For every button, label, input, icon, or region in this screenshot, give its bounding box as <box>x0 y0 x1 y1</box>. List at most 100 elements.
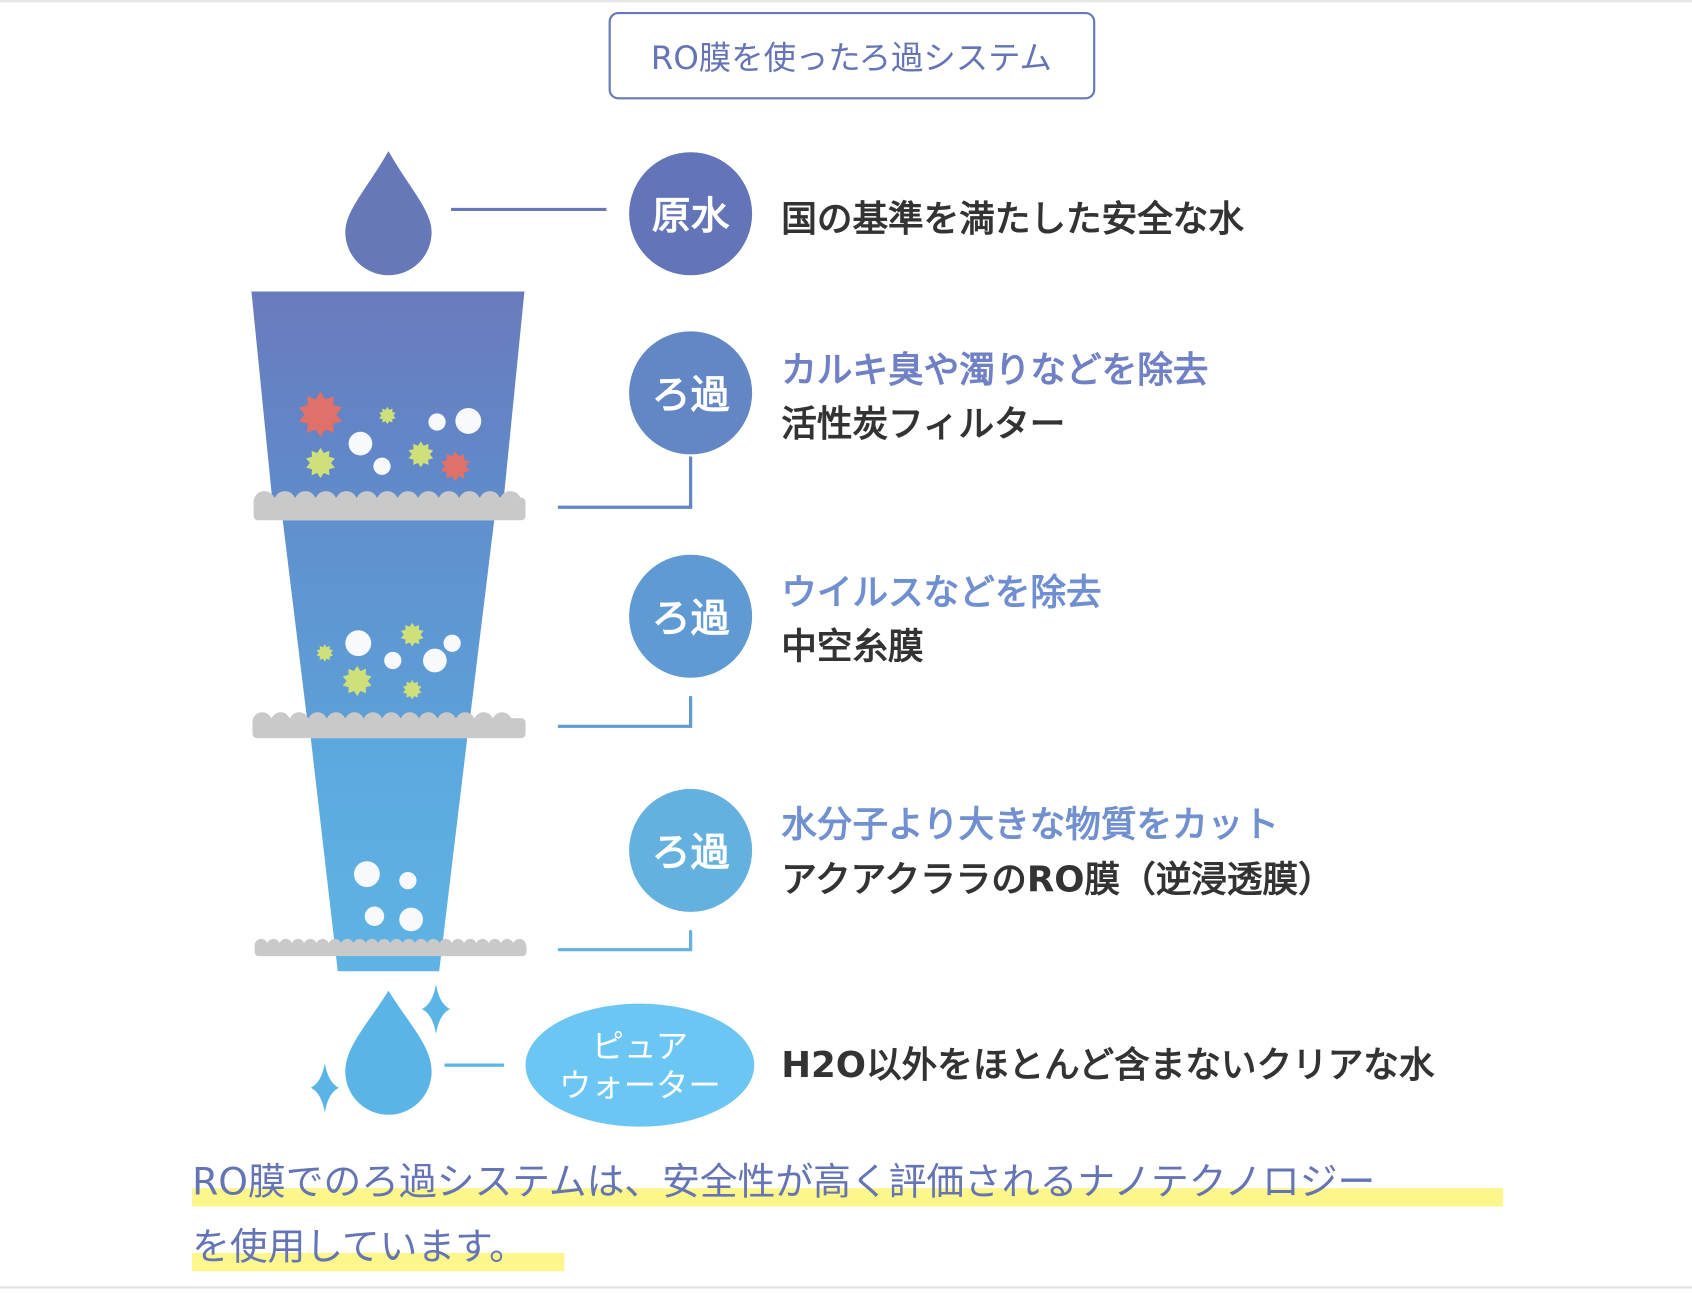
pure-water-badge <box>525 1003 755 1127</box>
virus-star-icon <box>400 622 424 647</box>
filter-bump <box>307 712 328 732</box>
stage-2-effect: ウイルスなどを除去 <box>781 572 1101 613</box>
particle-dot <box>399 871 417 890</box>
filter-bump <box>328 938 342 952</box>
contaminant-star-icon <box>298 391 343 438</box>
filter-bump <box>473 712 494 732</box>
filter-bump <box>500 938 514 952</box>
stage-2-badge-label: ろ過 <box>652 596 730 641</box>
filter-bump <box>488 938 502 952</box>
filter-bump <box>479 491 501 513</box>
virus-star-icon <box>306 447 335 479</box>
highlight-marker <box>192 1188 1504 1207</box>
stage-2-filter: 中空糸膜 <box>781 626 924 667</box>
stage-1-badge <box>629 331 753 455</box>
stage-1-effect: カルキ臭や濁りなどを除去 <box>781 350 1208 391</box>
sparkle-icon <box>421 984 450 1034</box>
filter-bump <box>402 938 416 952</box>
filter-bump <box>253 491 276 513</box>
pure-water-description: H2O以外をほとんど含まないクリアな水 <box>781 1045 1435 1086</box>
sparkle-icon <box>310 1062 339 1113</box>
filter-bump <box>377 938 391 952</box>
stage-3-badge-label: ろ過 <box>652 831 730 876</box>
particle-dot <box>384 651 402 670</box>
funnel-section-2 <box>282 520 495 724</box>
stage-3-bracket <box>557 930 693 952</box>
pure-water-badge-line1: ピュア <box>592 1028 688 1066</box>
filter-bump <box>294 491 317 513</box>
filter-bump <box>356 491 378 513</box>
filter-bump <box>316 938 330 952</box>
funnel-section-1 <box>251 291 525 508</box>
virus-star-icon <box>342 665 372 697</box>
particle-dot <box>443 634 461 652</box>
filter-bump <box>451 938 465 952</box>
pure-water-drop-icon <box>345 990 432 1115</box>
hollow-fiber-filter-layer <box>252 712 526 739</box>
filter-bump <box>426 938 440 952</box>
filter-bump <box>476 938 490 952</box>
stage-2-bracket <box>557 696 693 728</box>
filter-bump <box>291 938 305 952</box>
virus-star-icon <box>379 406 396 425</box>
footer-text-line1: RO膜でのろ過システムは、安全性が高く評価されるナノテクノロジー <box>192 1160 1375 1204</box>
activated-carbon-filter-layer <box>253 491 526 521</box>
filter-bump <box>279 938 293 952</box>
filter-bump <box>439 938 453 952</box>
raw-water-drop-icon <box>345 151 432 276</box>
funnel-section-3 <box>310 738 468 972</box>
virus-star-icon <box>316 644 334 662</box>
filter-bump <box>340 938 354 952</box>
filter-bump <box>400 712 420 732</box>
title-text: RO膜を使ったろ過システム <box>651 39 1052 77</box>
filter-bump <box>335 491 358 513</box>
stage-1-bracket <box>557 456 693 509</box>
virus-star-icon <box>408 441 434 468</box>
stage-2-badge <box>629 554 753 678</box>
filter-bump <box>389 938 403 952</box>
highlight-marker <box>192 1252 565 1272</box>
filter-bump <box>353 938 367 952</box>
stage-1-badge-label: ろ過 <box>652 373 730 418</box>
filter-bump <box>270 712 291 732</box>
filter-bump <box>303 938 317 952</box>
filter-bump <box>455 712 475 732</box>
filter-bump <box>499 491 522 513</box>
contaminant-star-icon <box>441 451 470 482</box>
virus-star-icon <box>402 679 422 700</box>
particle-dot <box>423 648 447 673</box>
raw-water-badge <box>629 152 753 276</box>
filter-bump <box>365 938 379 952</box>
title-box: RO膜を使ったろ過システム <box>608 11 1096 100</box>
stage-3-filter: アクアクララのRO膜（逆浸透膜） <box>781 859 1333 900</box>
stage-1-filter: 活性炭フィルター <box>781 404 1065 445</box>
filter-bump <box>344 712 365 732</box>
particle-dot <box>364 906 385 926</box>
filter-bump <box>397 491 419 513</box>
filter-bump <box>376 491 399 513</box>
footer-text-line2: を使用しています。 <box>192 1224 527 1268</box>
raw-water-description: 国の基準を満たした安全な水 <box>781 199 1244 240</box>
filter-bump <box>438 491 460 513</box>
filter-bump <box>363 712 383 732</box>
filter-bump <box>254 938 268 952</box>
filter-bump <box>326 712 346 732</box>
ro-membrane-filter-layer <box>254 938 527 957</box>
filter-bump <box>458 491 481 513</box>
particle-dot <box>455 407 482 434</box>
filter-bump <box>414 938 428 952</box>
raw-water-badge-label: 原水 <box>652 194 730 239</box>
filter-bump <box>289 712 309 732</box>
particle-dot <box>399 907 423 932</box>
impurity-particles <box>298 391 482 932</box>
filter-bump <box>252 712 272 732</box>
particle-dot <box>345 630 372 657</box>
filter-bump <box>266 938 280 952</box>
filter-bump <box>315 491 337 513</box>
filter-bump <box>437 712 457 732</box>
particle-dot <box>373 457 391 475</box>
pure-water-badge-line2: ウォーター <box>559 1066 721 1104</box>
filter-bump <box>463 938 477 952</box>
filter-bump <box>274 491 296 513</box>
